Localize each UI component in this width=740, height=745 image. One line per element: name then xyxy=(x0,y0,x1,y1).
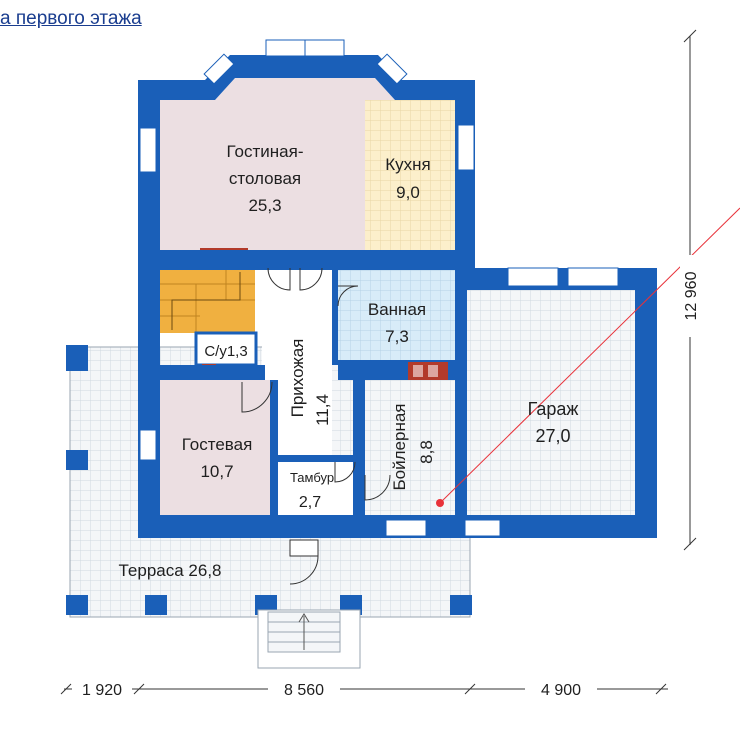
dim-middle-label: 8 560 xyxy=(284,682,324,699)
terrace-label: Терраса 26,8 xyxy=(118,561,221,580)
height-dimension-label: 12 960 xyxy=(683,271,700,320)
living-room-label-2: столовая xyxy=(229,169,301,188)
guest-area: 10,7 xyxy=(200,462,233,481)
boiler-area: 8,8 xyxy=(417,440,436,464)
kitchen-area: 9,0 xyxy=(396,183,420,202)
guest-label: Гостевая xyxy=(182,435,253,454)
wc-label: С/у1,3 xyxy=(204,343,247,360)
hall-area: 11,4 xyxy=(313,394,332,426)
vestibule-area: 2,7 xyxy=(299,494,321,511)
garage-area: 27,0 xyxy=(535,426,570,446)
hall-label: Прихожая xyxy=(288,339,307,418)
boiler-label: Бойлерная xyxy=(390,404,409,491)
room-labels: Гостиная- столовая 25,3 Кухня 9,0 Ванная… xyxy=(118,142,578,580)
width-dimensions: 1 920 8 560 4 900 xyxy=(60,678,668,700)
entry-steps xyxy=(257,609,361,669)
windows xyxy=(139,39,619,537)
doors xyxy=(241,267,391,585)
garage-floor xyxy=(465,290,635,515)
annotation-pointer-dot xyxy=(436,499,444,507)
boiler-floor xyxy=(365,380,455,515)
floor-plan-title-link[interactable]: а первого этажа xyxy=(0,8,142,29)
vestibule-floor xyxy=(278,462,353,515)
vestibule-label: Тамбур xyxy=(290,470,334,485)
height-dimension: 12 960 xyxy=(680,29,700,551)
guest-floor xyxy=(160,380,275,515)
living-room-area: 25,3 xyxy=(248,196,281,215)
living-room-label-1: Гостиная- xyxy=(226,142,303,161)
garage-label: Гараж xyxy=(528,399,579,419)
bath-label: Ванная xyxy=(368,300,426,319)
living-room-floor xyxy=(160,78,395,250)
kitchen-floor xyxy=(365,100,455,250)
dim-left-label: 1 920 xyxy=(82,682,122,699)
kitchen-label: Кухня xyxy=(385,155,431,174)
bath-floor xyxy=(336,270,455,362)
dim-right-label: 4 900 xyxy=(541,682,581,699)
bath-area: 7,3 xyxy=(385,327,409,346)
